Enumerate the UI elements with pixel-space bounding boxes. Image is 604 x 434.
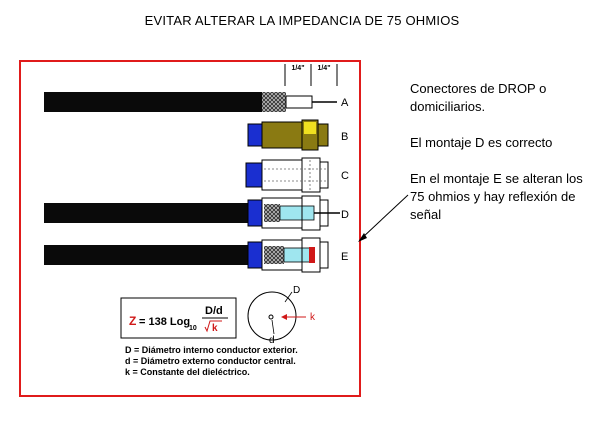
fault-mark — [309, 247, 315, 263]
cross-section-label-d-inner: d — [269, 335, 275, 346]
note-correct-assembly: El montaje D es correcto — [410, 135, 553, 150]
formula-subscript: 10 — [189, 325, 197, 332]
connector-e: E — [44, 237, 348, 273]
coax-cross-section: D d k — [247, 285, 316, 346]
explanation-notes: Conectores de DROP o domiciliarios. El m… — [410, 80, 600, 224]
legend-line-3: k = Constante del dieléctrico. — [125, 367, 250, 377]
impedance-formula: Z = 138 Log 10 D/d k — [120, 297, 237, 339]
formula-denominator: k — [212, 323, 218, 334]
connector-c: C — [245, 157, 349, 193]
symbol-legend: D = Diámetro interno conductor exterior.… — [125, 345, 298, 378]
formula-equals: = 138 Log — [139, 316, 190, 328]
legend-line-1: D = Diámetro interno conductor exterior. — [125, 345, 298, 355]
cable-jacket — [44, 92, 262, 112]
note-wrong-assembly: En el montaje E se alteran los 75 ohmios… — [410, 171, 583, 222]
cable-braid — [262, 92, 286, 112]
connector-label-a: A — [341, 97, 349, 109]
cross-section-label-d-outer: D — [293, 285, 300, 296]
connector-b: B — [247, 119, 348, 151]
formula-numerator: D/d — [205, 305, 223, 317]
connector-a: A — [44, 92, 349, 112]
connector-label-e: E — [341, 251, 348, 263]
page-title: EVITAR ALTERAR LA IMPEDANCIA DE 75 OHMIO… — [144, 13, 460, 28]
dimension-mark-1: 1/4" — [291, 65, 304, 72]
pointer-arrow — [358, 194, 409, 242]
dielectric-core — [285, 95, 313, 109]
connector-label-d: D — [341, 209, 349, 221]
cross-section-label-k: k — [310, 312, 316, 323]
connector-figure-frame — [19, 60, 361, 397]
connector-label-c: C — [341, 170, 349, 182]
connector-d: D — [44, 195, 349, 231]
connector-label-b: B — [341, 131, 348, 143]
note-drop-connectors: Conectores de DROP o domiciliarios. — [410, 81, 547, 114]
formula-z: Z — [129, 314, 136, 328]
dimension-mark-2: 1/4" — [317, 65, 330, 72]
legend-line-2: d = Diámetro externo conductor central. — [125, 356, 296, 366]
dimension-marks: 1/4" 1/4" — [284, 64, 338, 86]
